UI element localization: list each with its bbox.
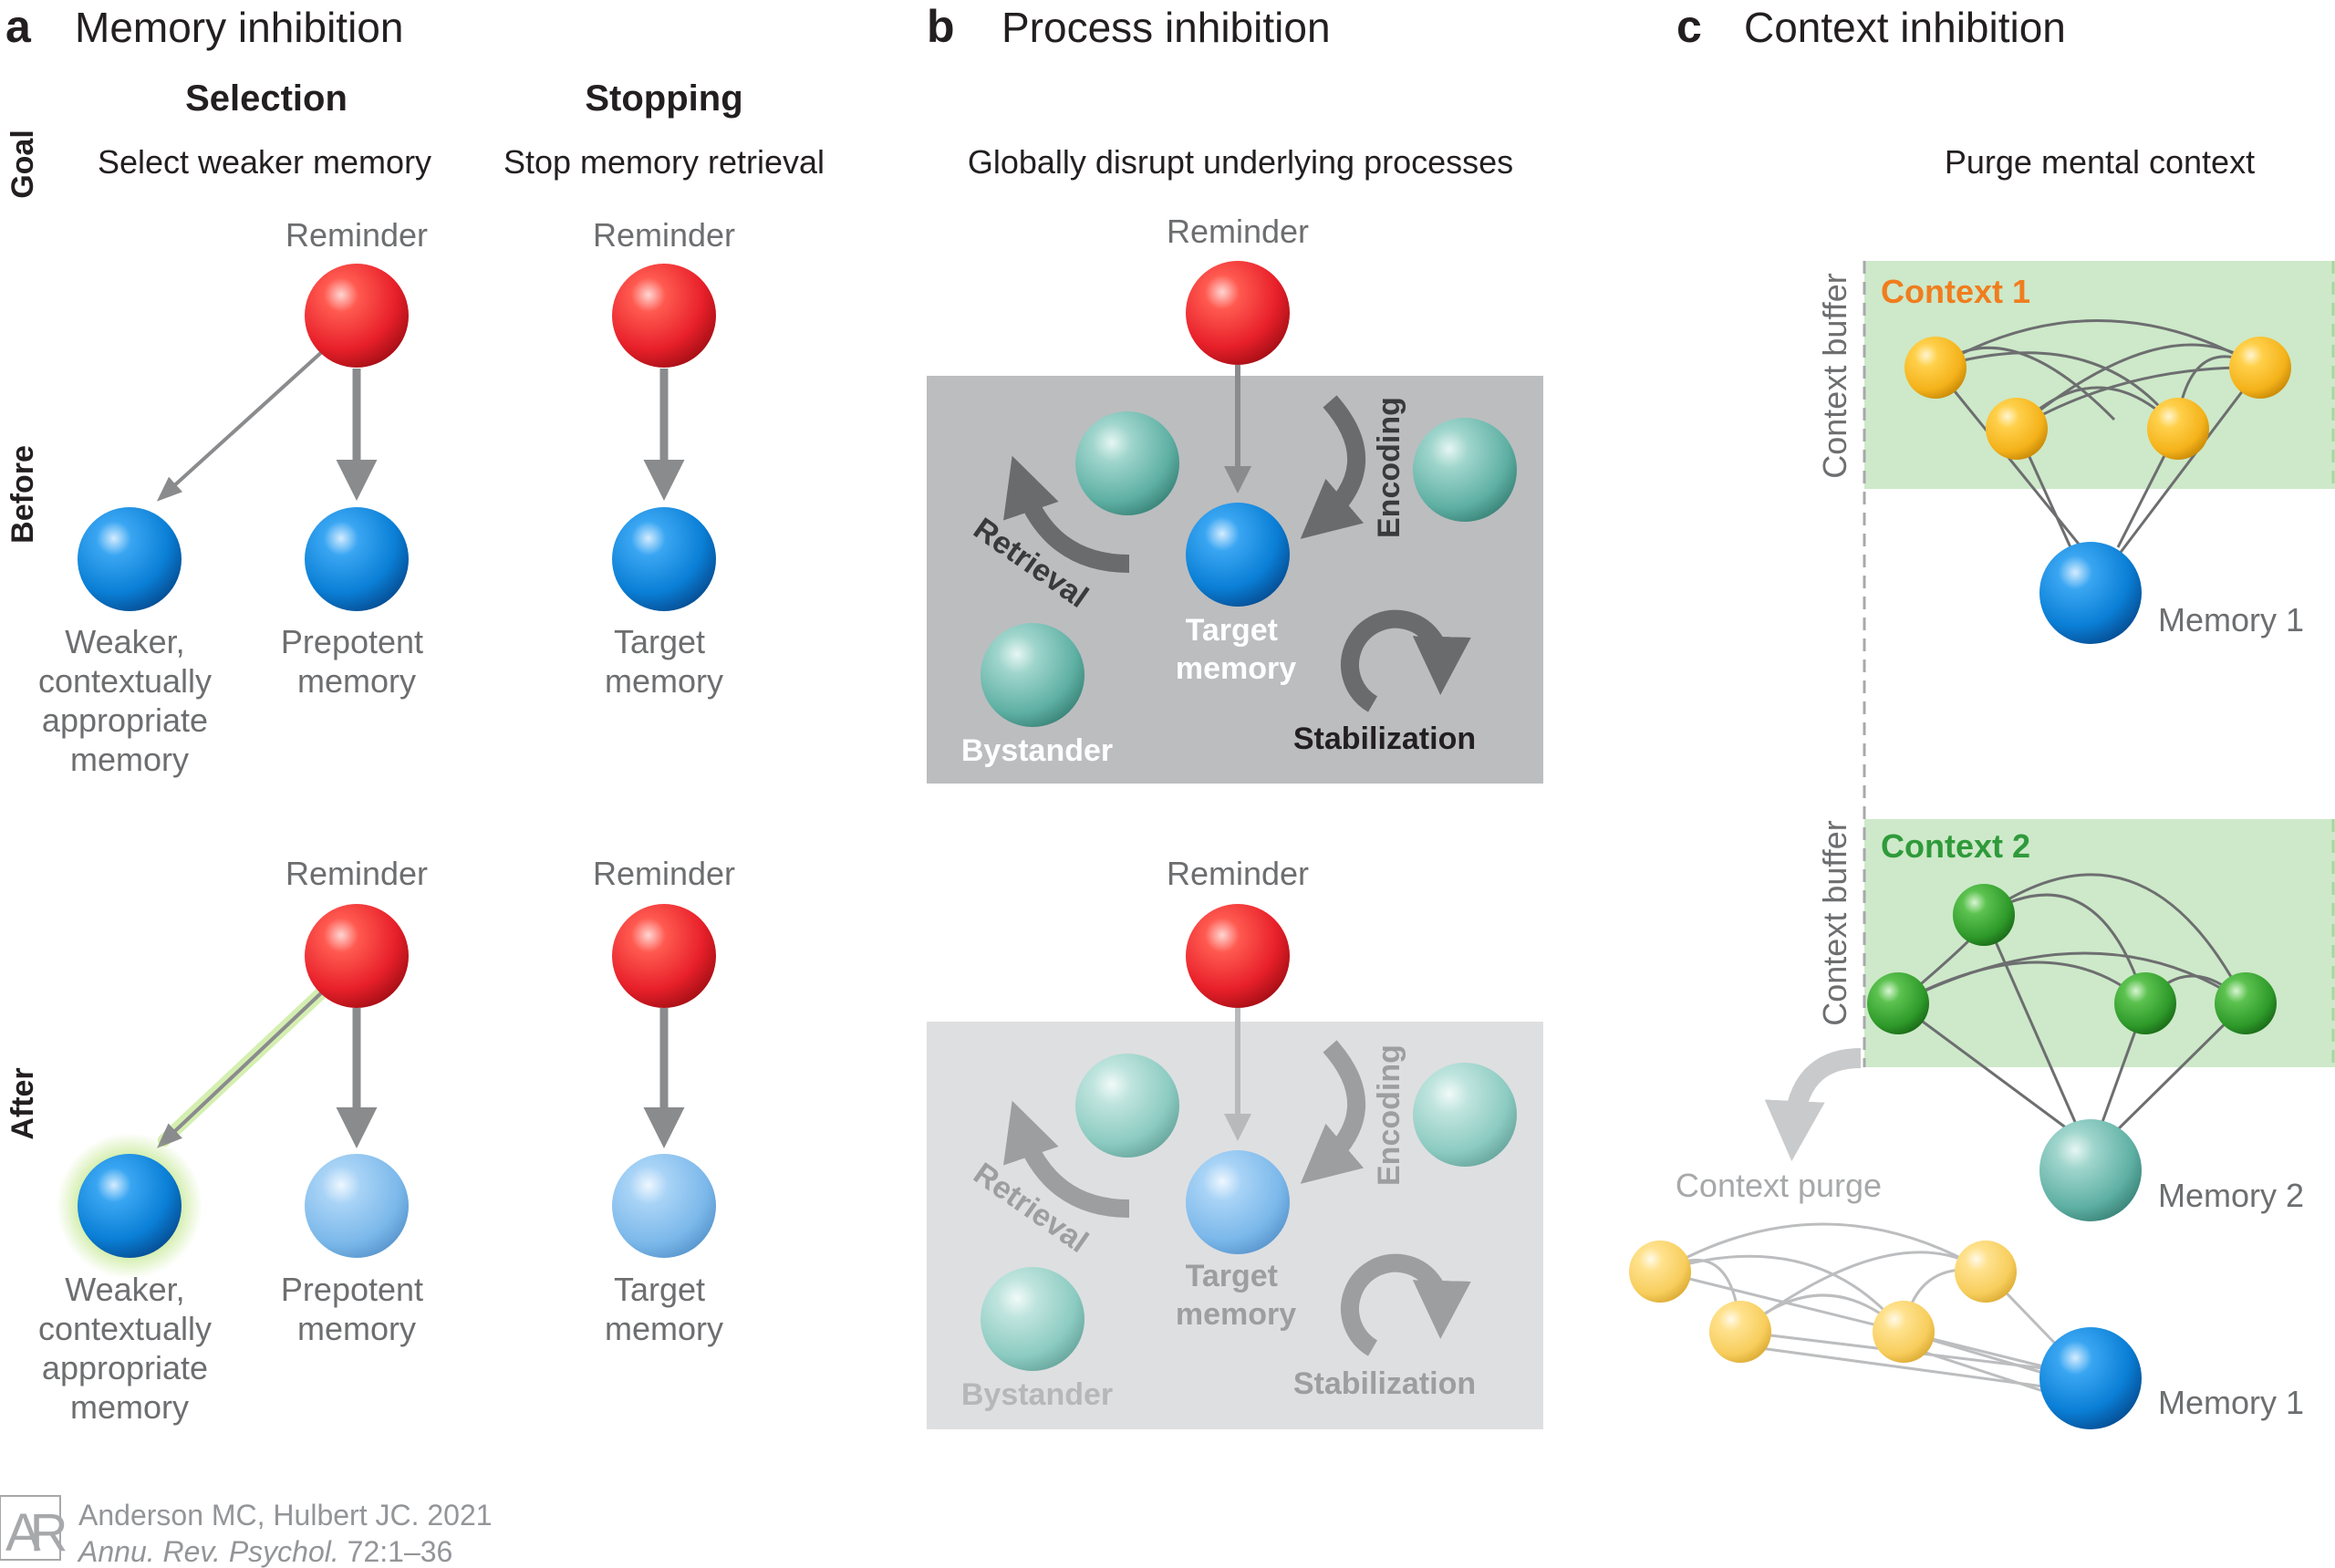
goal-context: Purge mental context (1945, 143, 2255, 181)
memory-1-label: Memory 1 (2158, 1384, 2304, 1421)
reminder-node (305, 904, 409, 1008)
context-node (1867, 972, 1929, 1034)
bystander-label: Bystander (961, 733, 1113, 768)
context-buffer-label: Context buffer (1816, 820, 1853, 1025)
encoding-arrow (1300, 395, 1366, 539)
retrieval-arrow (1003, 455, 1130, 573)
panel-c-letter: c (1676, 1, 1702, 52)
bystander-node (1075, 411, 1179, 515)
memory-1-label: Memory 1 (2158, 601, 2304, 639)
target-memory-node (612, 1154, 716, 1258)
goal-process: Globally disrupt underlying processes (968, 143, 1513, 181)
column-header-stopping: Stopping (585, 78, 742, 119)
bystander-node (1075, 1054, 1179, 1158)
reminder-node (1186, 261, 1290, 365)
panel-b-letter: b (927, 1, 955, 52)
reminder-label: Reminder (285, 855, 428, 892)
panel-a-letter: a (5, 1, 32, 52)
reminder-label: Reminder (1167, 213, 1309, 250)
target-memory-label: Target memory (605, 1271, 723, 1347)
encoding-arrow (1300, 1040, 1366, 1184)
context-node (1953, 884, 2015, 946)
bystander-node (981, 1267, 1084, 1371)
stabilization-arrow (1341, 1253, 1471, 1356)
panel-a: a Memory inhibition Selection Stopping G… (5, 1, 825, 1426)
encoding-label: Encoding (1372, 1044, 1406, 1186)
retrieval-arrow (1003, 1100, 1130, 1218)
panel-b-title: Process inhibition (1001, 4, 1331, 51)
reminder-node (1186, 904, 1290, 1008)
goal-selection: Select weaker memory (98, 143, 431, 181)
context-node (2147, 398, 2209, 460)
reminder-node (612, 264, 716, 368)
row-label-goal: Goal (5, 130, 40, 199)
citation-journal: Annu. Rev. Psychol. 72:1–36 (77, 1535, 452, 1568)
prepotent-memory-node (305, 507, 409, 611)
context-node (2229, 337, 2291, 399)
context-buffer-label: Context buffer (1816, 273, 1853, 478)
purged-context-node (1629, 1241, 1691, 1303)
bystander-node (1413, 1063, 1517, 1167)
purged-context-node (1873, 1301, 1935, 1363)
stabilization-label: Stabilization (1293, 722, 1476, 756)
reminder-label: Reminder (593, 855, 735, 892)
panel-a-title: Memory inhibition (75, 4, 403, 51)
memory-2-label: Memory 2 (2158, 1177, 2304, 1214)
memory-1-node (2039, 1327, 2142, 1429)
arrow-to-weaker (156, 348, 327, 502)
panel-b: b Process inhibition Globally disrupt un… (927, 1, 1543, 1429)
panel-c: c Context inhibition Purge mental contex… (1629, 1, 2335, 1429)
target-memory-node (1186, 1150, 1290, 1254)
purged-context-node (1955, 1241, 2017, 1303)
goal-stopping: Stop memory retrieval (503, 143, 825, 181)
prepotent-memory-label: Prepotent memory (281, 1271, 432, 1347)
prepotent-memory-node (305, 1154, 409, 1258)
context-2-label: Context 2 (1881, 827, 2030, 865)
column-header-selection: Selection (185, 78, 348, 119)
annual-reviews-logo (0, 1495, 61, 1561)
reminder-label: Reminder (285, 216, 428, 254)
target-memory-node (612, 507, 716, 611)
citation-authors: Anderson MC, Hulbert JC. 2021 (78, 1499, 493, 1532)
reminder-label: Reminder (593, 216, 735, 254)
memory-1-node (2039, 542, 2142, 644)
context-purge-label: Context purge (1676, 1167, 1882, 1204)
weaker-memory-label: Weaker, contextually appropriate memory (38, 623, 221, 778)
reminder-node (612, 904, 716, 1008)
target-memory-label: Target memory (1176, 613, 1296, 686)
prepotent-memory-label: Prepotent memory (281, 623, 432, 700)
target-memory-label: Target memory (605, 623, 723, 700)
stabilization-label: Stabilization (1293, 1366, 1476, 1401)
bystander-node (1413, 418, 1517, 522)
memory-2-node (2039, 1119, 2142, 1221)
purged-context-node (1709, 1301, 1771, 1363)
context-node (1986, 398, 2048, 460)
reminder-label: Reminder (1167, 855, 1309, 892)
context-node (1904, 337, 1967, 399)
reminder-node (305, 264, 409, 368)
weaker-memory-node (78, 507, 182, 611)
bystander-label: Bystander (961, 1377, 1113, 1412)
row-label-after: After (5, 1067, 40, 1139)
bystander-node (981, 623, 1084, 727)
weaker-memory-label: Weaker, contextually appropriate memory (38, 1271, 221, 1426)
context-node (2215, 972, 2277, 1034)
weaker-memory-node (78, 1154, 182, 1258)
context-node (2114, 972, 2176, 1034)
arrow-to-weaker (156, 988, 327, 1148)
encoding-label: Encoding (1372, 397, 1406, 538)
context-1-label: Context 1 (1881, 273, 2030, 310)
target-memory-label: Target memory (1176, 1259, 1296, 1332)
stabilization-arrow (1341, 609, 1471, 712)
panel-c-title: Context inhibition (1744, 4, 2066, 51)
context-purge-arrow (1764, 1048, 1862, 1161)
row-label-before: Before (5, 445, 40, 544)
citation: AR Anderson MC, Hulbert JC. 2021 Annu. R… (0, 1495, 493, 1568)
target-memory-node (1186, 503, 1290, 607)
